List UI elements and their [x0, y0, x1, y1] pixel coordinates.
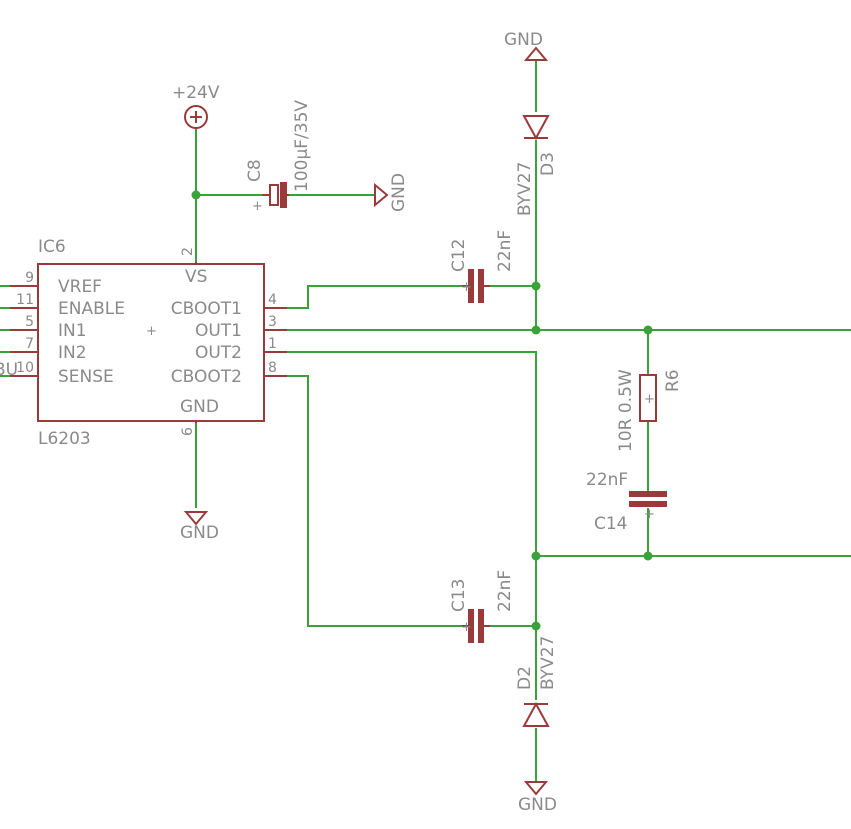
c13-value: 22nF	[495, 570, 515, 612]
junction-dot	[531, 325, 541, 335]
ground-symbol-ic[interactable]: GND	[180, 511, 219, 543]
vcc-symbol[interactable]: +24V	[172, 83, 220, 129]
c14-name: C14	[594, 514, 628, 534]
pin-number: 9	[25, 270, 34, 286]
pin-number: 1	[268, 336, 277, 352]
pin-label-sense: SENSE	[58, 367, 114, 387]
ground-symbol-c8[interactable]: GND	[374, 173, 409, 212]
c12-name: C12	[449, 238, 469, 272]
d2-value: BYV27	[538, 636, 558, 690]
ic-name: IC6	[38, 237, 66, 257]
net-fragment: BU	[0, 360, 18, 380]
pin-label-vs: VS	[185, 267, 207, 287]
ground-symbol-top[interactable]: GND	[504, 30, 549, 61]
diode-d2[interactable]: D2 BYV27	[515, 636, 558, 727]
d3-name: D3	[538, 152, 558, 176]
pin-number: 5	[25, 314, 34, 330]
pin-number: 4	[268, 292, 277, 308]
gnd-label: GND	[180, 523, 219, 543]
gnd-label: GND	[504, 30, 543, 50]
pin-label-out2: OUT2	[195, 343, 242, 363]
pin-number: 2	[180, 247, 196, 256]
c13-name: C13	[449, 578, 469, 612]
pin-label-cboot1: CBOOT1	[171, 299, 242, 319]
polarity-mark: +	[461, 620, 472, 635]
junction-dot	[531, 551, 541, 561]
pin-label-out1: OUT1	[195, 321, 242, 341]
pin-number: 10	[16, 360, 34, 376]
d3-value: BYV27	[515, 162, 535, 216]
junction-dot	[643, 551, 653, 561]
capacitor-c13[interactable]: + C13 22nF	[449, 570, 515, 643]
polarity-mark: +	[644, 507, 655, 522]
junctions	[191, 190, 653, 631]
polarity-mark: +	[252, 199, 263, 214]
capacitor-c14[interactable]: + 22nF C14	[586, 470, 667, 534]
junction-dot	[531, 281, 541, 291]
d2-name: D2	[515, 666, 535, 690]
ic-value: L6203	[38, 429, 91, 449]
r6-value: 10R 0.5W	[616, 369, 636, 452]
ground-symbol-bottom[interactable]: GND	[518, 781, 557, 815]
capacitor-c8[interactable]: + C8 100µF/35V	[245, 100, 312, 214]
gnd-label: GND	[518, 795, 557, 815]
r6-name: R6	[663, 369, 683, 392]
pin-number: 11	[16, 292, 34, 308]
pin-number: 8	[268, 360, 277, 376]
junction-dot	[531, 621, 541, 631]
resistor-r6[interactable]: + R6 10R 0.5W	[616, 369, 683, 452]
junction-dot	[191, 190, 201, 200]
pin-number: 7	[25, 336, 34, 352]
c12-value: 22nF	[495, 230, 515, 272]
pin-label-in1: IN1	[58, 321, 87, 341]
polarity-mark: +	[461, 280, 472, 295]
c8-name: C8	[245, 159, 265, 182]
junction-dot	[643, 325, 653, 335]
pin-number: 3	[268, 314, 277, 330]
vcc-label: +24V	[172, 83, 220, 103]
pin-label-enable: ENABLE	[58, 299, 125, 319]
pin-label-vref: VREF	[58, 277, 102, 297]
diode-d3[interactable]: D3 BYV27	[515, 115, 558, 216]
c8-value: 100µF/35V	[292, 100, 312, 192]
capacitor-c12[interactable]: + C12 22nF	[449, 230, 515, 303]
origin-mark: +	[644, 392, 655, 407]
origin-mark: +	[146, 324, 157, 339]
pin-label-gnd: GND	[180, 397, 219, 417]
ic-l6203[interactable]: IC6 L6203 BU 9 VREF 11 ENABLE 5 IN1 7 IN…	[0, 237, 287, 449]
gnd-label: GND	[389, 173, 409, 212]
pin-number: 6	[180, 427, 196, 436]
pin-label-cboot2: CBOOT2	[171, 367, 242, 387]
pin-label-in2: IN2	[58, 343, 87, 363]
c14-value: 22nF	[586, 470, 628, 490]
